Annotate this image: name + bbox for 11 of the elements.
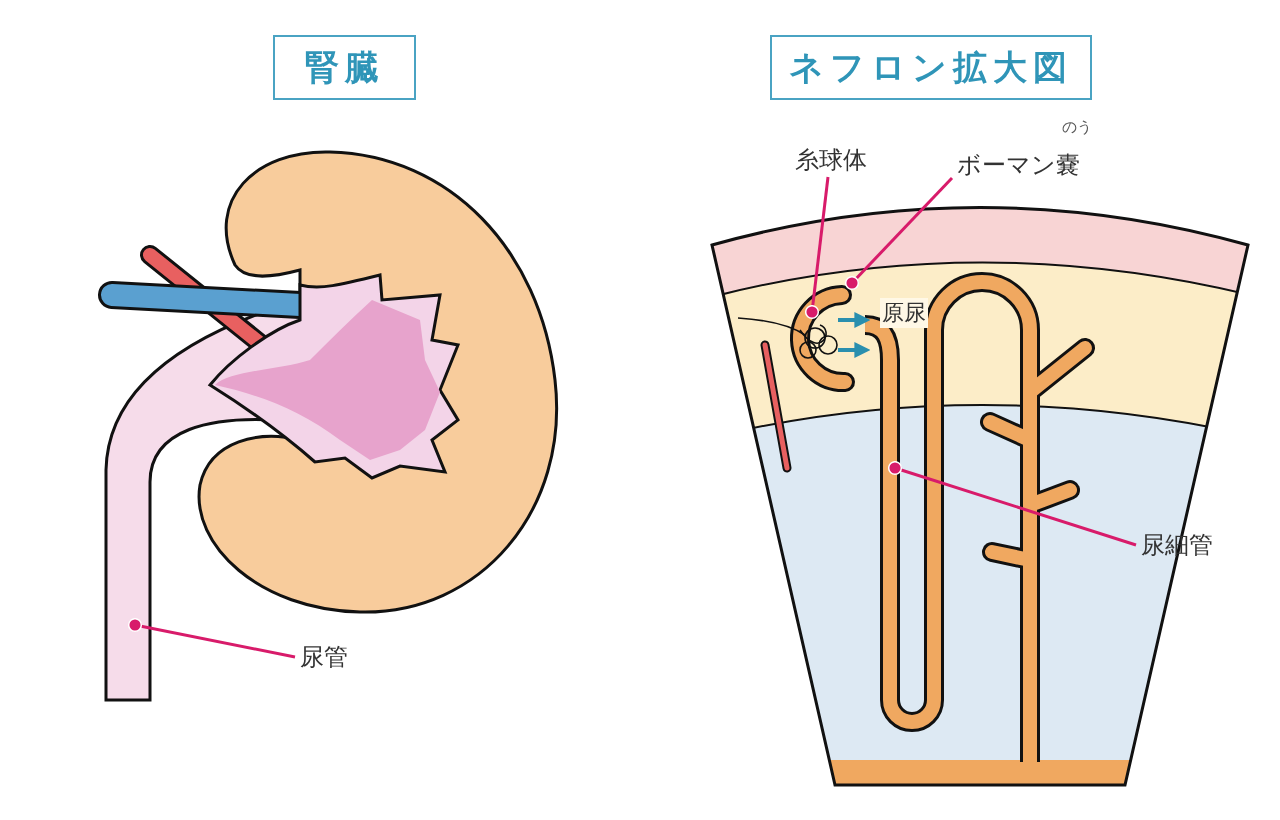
reading-ruby: のう [1062, 118, 1092, 137]
leader-line [127, 617, 296, 659]
process-label: 原尿 [880, 298, 928, 328]
title-box: ネフロン拡大図 [770, 35, 1092, 100]
leader-line [844, 176, 954, 291]
part-label: ボーマン嚢 [952, 146, 1102, 184]
leader-line [804, 176, 830, 320]
part-label: 尿管 [295, 640, 367, 674]
part-label: 糸球体 [790, 143, 900, 177]
leader-line [887, 460, 1137, 547]
title-box: 腎臓 [273, 35, 416, 100]
